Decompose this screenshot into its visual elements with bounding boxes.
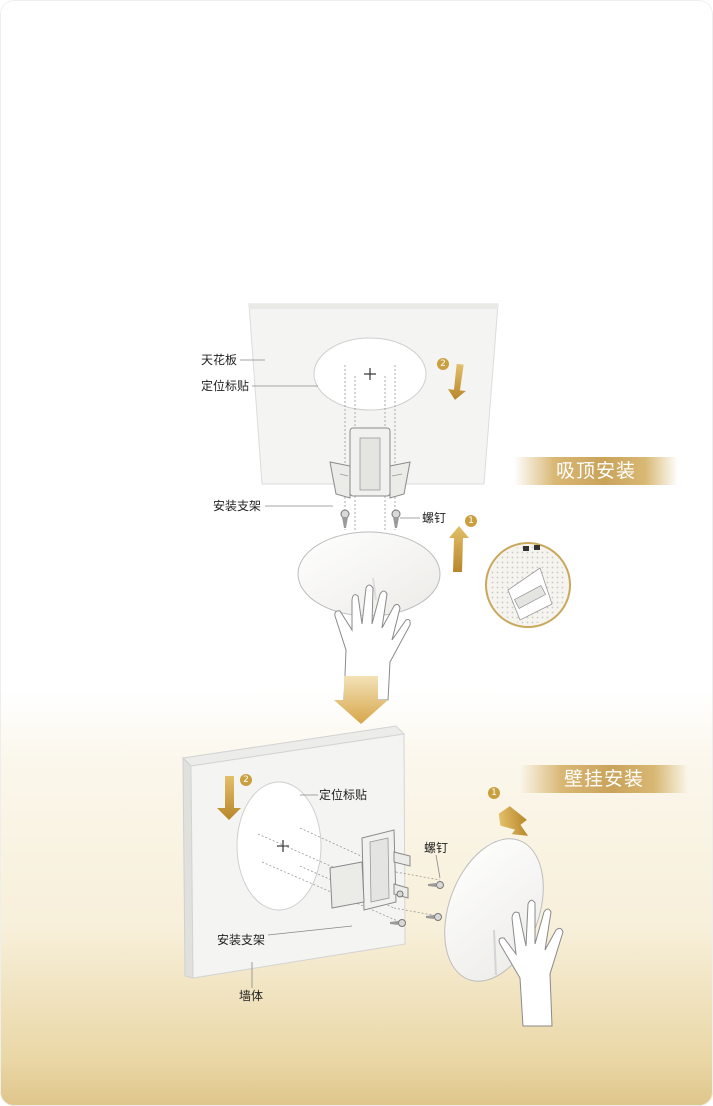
- wall-step1-badge: 1: [491, 788, 497, 798]
- ceiling-step1-arrow: [449, 526, 469, 572]
- ceiling-screw-label: 螺钉: [422, 511, 447, 525]
- wall-label: 墙体: [239, 989, 264, 1003]
- ceiling-hand-icon: [334, 584, 411, 701]
- ceiling-screw-left: [340, 509, 350, 528]
- ceiling-step2-badge: 2: [440, 359, 446, 369]
- ceiling-screw-right: [391, 509, 401, 528]
- wall-step2-arrow: [217, 776, 241, 820]
- ceiling-mount-bracket-label: 安装支架: [213, 499, 262, 513]
- wall-install-banner: 壁挂安装: [520, 765, 688, 793]
- ceiling-step1-badge: 1: [468, 516, 474, 526]
- ceiling-step1-badge-circle: [465, 515, 477, 527]
- ceiling-position-sticker-label: 定位标贴: [201, 379, 250, 393]
- wall-step2-badge-circle: [240, 774, 252, 786]
- wall-step2-badge: 2: [243, 775, 249, 785]
- wall-step1-arrow: [498, 806, 529, 836]
- ceiling-inset-detail: [485, 542, 571, 628]
- wall-leader-lines: [251, 794, 441, 988]
- wall-screw-label: 螺钉: [424, 841, 449, 855]
- wall-screw-bracket: [390, 890, 406, 927]
- transition-down-arrow: [334, 676, 388, 724]
- ceiling-mount-bracket: [329, 427, 411, 499]
- wall-screw-bottom: [426, 913, 442, 921]
- wall-step1-badge-circle: [488, 787, 500, 799]
- wall-mount-bracket-label: 安装支架: [217, 933, 266, 947]
- ceiling-leader-lines: [240, 359, 420, 519]
- ceiling-step2-arrow: [447, 363, 466, 400]
- wall-screw-top: [428, 881, 444, 889]
- wall-hand-icon: [498, 899, 564, 1027]
- ceiling-install-banner: 吸顶安装: [514, 457, 678, 485]
- wall-position-sticker-label: 定位标贴: [319, 788, 368, 802]
- wall-mount-bracket: [329, 829, 411, 911]
- ceiling-sticker-crosshair: [364, 368, 376, 380]
- ceiling-step2-badge-circle: [437, 358, 449, 370]
- wall-sticker-crosshair: [277, 840, 289, 852]
- ceiling-board-label: 天花板: [201, 353, 238, 367]
